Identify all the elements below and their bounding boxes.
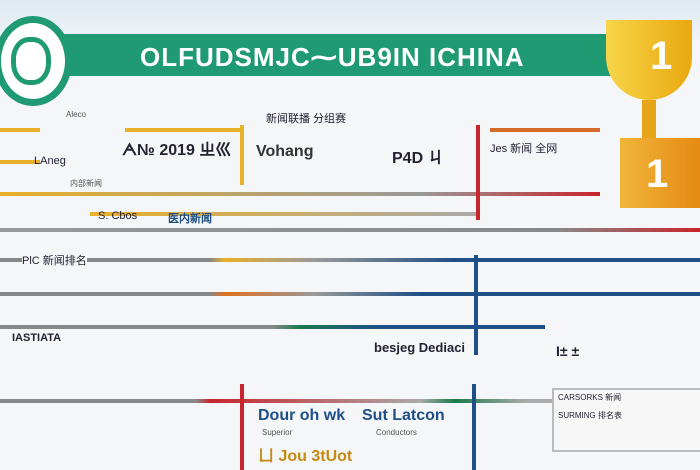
- title-banner: [40, 34, 640, 76]
- bracket-line: [472, 384, 476, 470]
- bracket-line: [0, 292, 700, 296]
- team-label: I± ±: [556, 343, 580, 359]
- bracket-line: [125, 128, 240, 132]
- team-label: Conductors: [376, 428, 417, 437]
- bracket-line: [476, 125, 480, 220]
- team-label: Dour oh wk: [258, 407, 346, 424]
- team-label: SURMING 排名表: [558, 411, 622, 420]
- podium-number: 1: [646, 152, 669, 196]
- team-label: S. Cbos: [98, 210, 138, 222]
- bracket-line: [0, 128, 40, 132]
- sky-background: [0, 0, 700, 40]
- team-label: P4D ㄐ: [392, 150, 444, 167]
- bracket-line: [474, 255, 478, 355]
- team-label: 新闻联播 分组赛: [266, 113, 347, 125]
- team-label: LAneg: [34, 155, 66, 167]
- bracket-line: [0, 228, 700, 232]
- page-title: OLFUDSMJC⁓UB9IN ICHINA: [140, 42, 525, 72]
- team-label: besjeg Dediaci: [374, 340, 466, 355]
- team-label: Superior: [262, 428, 293, 437]
- trophy-number: 1: [650, 34, 673, 78]
- team-label: PlC 新闻排名: [22, 252, 87, 268]
- bracket-line: [90, 212, 480, 216]
- team-label: 内部新闻: [70, 179, 102, 188]
- team-label: Vohang: [256, 143, 314, 160]
- team-label: 医内新闻: [168, 213, 212, 225]
- team-label: Jes 新闻 全网: [490, 143, 558, 155]
- team-label: Sut Latcon: [362, 407, 445, 424]
- bracket-line: [0, 399, 700, 403]
- team-label: Aleco: [66, 110, 87, 119]
- trophy-icon: 1 1: [598, 20, 700, 220]
- bracket-line: [0, 258, 700, 262]
- bracket-line: [240, 384, 244, 470]
- team-label: CARSORKS 新闻: [558, 393, 622, 402]
- info-panel: [552, 388, 700, 452]
- bracket-line: [0, 325, 545, 329]
- logo: [0, 16, 72, 106]
- bracket-line: [490, 128, 600, 132]
- team-label: IASTIATA: [12, 332, 62, 344]
- team-label: ᗅ№ 2019 ㄓ巛: [122, 142, 232, 159]
- bracket-line: [0, 192, 600, 196]
- team-label: ㄩ Jou 3tUot: [258, 448, 353, 465]
- bracket-line: [0, 160, 40, 164]
- bracket-line: [240, 125, 244, 185]
